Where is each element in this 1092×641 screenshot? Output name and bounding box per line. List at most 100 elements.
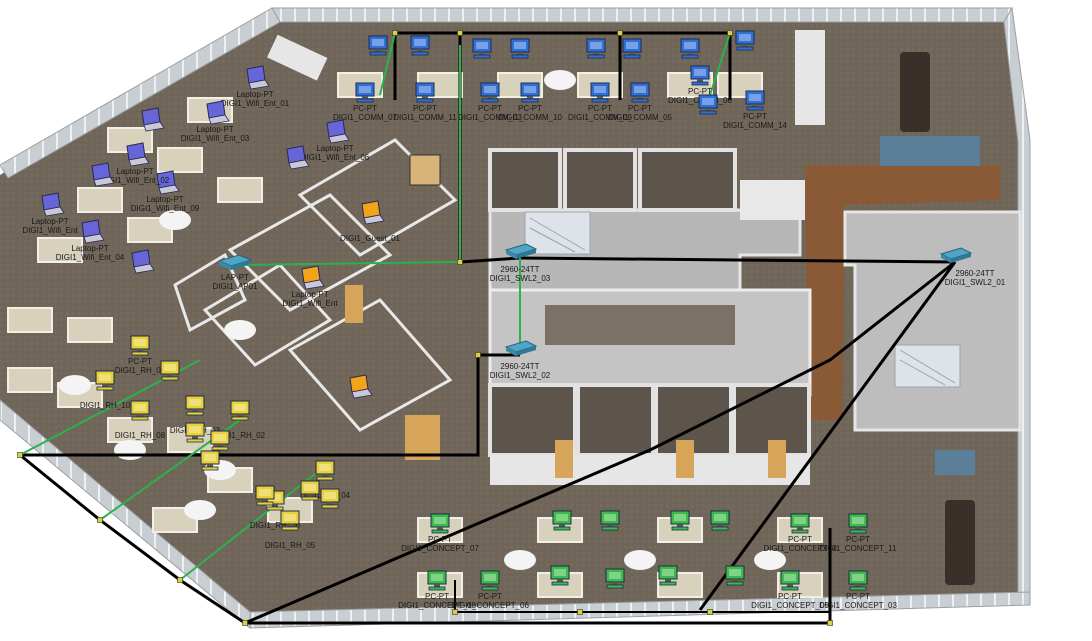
comm-1-pc-icon[interactable]	[356, 83, 374, 102]
stairwell-east	[895, 345, 960, 387]
concept-5-pc-icon[interactable]	[481, 571, 499, 590]
tv-screen	[410, 155, 440, 185]
comm-extra-pc-icon[interactable]	[623, 39, 641, 58]
cable-junction	[578, 610, 583, 615]
concept-extra-pc-icon[interactable]	[659, 566, 677, 585]
round-table	[544, 70, 576, 90]
concept-extra-pc-icon[interactable]	[606, 569, 624, 588]
concept-7-label: PC-PT	[846, 592, 870, 601]
comm-extra-pc-icon[interactable]	[473, 39, 491, 58]
concept-extra-pc-icon[interactable]	[726, 566, 744, 585]
cubicle-desk	[218, 178, 262, 202]
rh-extra-pc-icon[interactable]	[186, 423, 204, 442]
concept-6-label: DIGI1_CONCEPT_05	[751, 601, 829, 610]
concept-extra-pc-icon[interactable]	[711, 511, 729, 530]
cable-junction	[618, 31, 623, 36]
comm-1-label: PC-PT	[353, 104, 377, 113]
comm-extra-pc-icon[interactable]	[699, 95, 717, 114]
cable-junction	[708, 610, 713, 615]
rh-extra-pc-icon[interactable]	[301, 481, 319, 500]
cable-junction	[453, 610, 458, 615]
concept-3-pc-icon[interactable]	[849, 514, 867, 533]
rh-extra-pc-icon[interactable]	[321, 489, 339, 508]
blue-accent-wall-north	[880, 136, 980, 166]
concept-6-pc-icon[interactable]	[781, 571, 799, 590]
comm-extra-pc-icon[interactable]	[681, 39, 699, 58]
access-point-label: LAP-PT	[221, 273, 249, 282]
rh-8-pc-icon[interactable]	[316, 461, 334, 480]
comm-4-pc-icon[interactable]	[521, 83, 539, 102]
guest-1-label: DIGI1_Guest_01	[340, 234, 401, 243]
concept-1-label: DIGI1_CONCEPT_07	[401, 544, 479, 553]
comm-3-pc-icon[interactable]	[481, 83, 499, 102]
switch-sw2-02-label: DIGI1_SWL2_02	[490, 371, 551, 380]
lower-offices	[490, 385, 810, 485]
comm-extra-pc-icon[interactable]	[411, 36, 429, 55]
rh-4-pc-icon[interactable]	[131, 401, 149, 420]
rh-3-pc-icon[interactable]	[186, 396, 204, 415]
conference-table-ne	[900, 52, 930, 132]
concept-3-label: DIGI1_CONCEPT_11	[819, 544, 897, 553]
comm-3-label: PC-PT	[478, 104, 502, 113]
concept-extra-pc-icon[interactable]	[551, 566, 569, 585]
cable-junction	[458, 31, 463, 36]
rh-extra-pc-icon[interactable]	[211, 431, 229, 450]
round-table	[114, 440, 146, 460]
round-table	[184, 500, 216, 520]
comm-extra-pc-icon[interactable]	[511, 39, 529, 58]
rh-5-pc-icon[interactable]	[231, 401, 249, 420]
round-table	[159, 210, 191, 230]
concept-2-pc-icon[interactable]	[791, 514, 809, 533]
rh-1-pc-icon[interactable]	[131, 336, 149, 355]
rh-extra-pc-icon[interactable]	[161, 361, 179, 380]
comm-7-pc-icon[interactable]	[691, 66, 709, 85]
wifi-7-label: DIGI1_Wifi_Ent	[22, 226, 78, 235]
switch-sw2-03-label: DIGI1_SWL2_03	[490, 274, 551, 283]
wifi-4-label: Laptop-PT	[146, 195, 183, 204]
wood-door-west	[405, 415, 440, 460]
concept-1-pc-icon[interactable]	[431, 514, 449, 533]
concept-extra-pc-icon[interactable]	[601, 511, 619, 530]
wifi-2-label: Laptop-PT	[196, 125, 233, 134]
glass-wall-north	[272, 8, 1012, 22]
cubicle-desk	[8, 308, 52, 332]
rh-extra-pc-icon[interactable]	[256, 486, 274, 505]
cable-junction	[458, 260, 463, 265]
comm-5-pc-icon[interactable]	[591, 83, 609, 102]
concept-5-label: DIGI1_CONCEPT_06	[451, 601, 529, 610]
wifi-6-label: Laptop-PT	[71, 244, 108, 253]
east-core-block	[845, 212, 1020, 430]
concept-4-label: PC-PT	[425, 592, 449, 601]
rh-7-pc-icon[interactable]	[281, 511, 299, 530]
concept-extra-pc-icon[interactable]	[553, 511, 571, 530]
conference-table-se	[945, 500, 975, 585]
rh-7-label: DIGI1_RH_05	[265, 541, 316, 550]
rh-2-pc-icon[interactable]	[96, 371, 114, 390]
concept-7-pc-icon[interactable]	[849, 571, 867, 590]
cubicle-desk	[68, 318, 112, 342]
comm-8-pc-icon[interactable]	[746, 91, 764, 110]
comm-4-label: PC-PT	[518, 104, 542, 113]
wifi-4-label: DIGI1_Wifi_Ent_09	[131, 204, 200, 213]
comm-5-label: PC-PT	[588, 104, 612, 113]
guest-2-label: DIGI1_Wifi_Ent	[282, 299, 338, 308]
building-floor	[0, 8, 1030, 628]
switch-sw2-03-label: 2960-24TT	[500, 265, 539, 274]
comm-extra-pc-icon[interactable]	[736, 31, 754, 50]
cable-junction	[476, 353, 481, 358]
comm-extra-pc-icon[interactable]	[587, 39, 605, 58]
stairwell-west	[525, 212, 590, 254]
wifi-1-label: DIGI1_Wifi_Ent_01	[221, 99, 290, 108]
concept-extra-pc-icon[interactable]	[671, 511, 689, 530]
comm-extra-pc-icon[interactable]	[369, 36, 387, 55]
wifi-3-label: DIGI1_Wifi_Ent_06	[301, 153, 370, 162]
concept-4-pc-icon[interactable]	[428, 571, 446, 590]
comm-2-pc-icon[interactable]	[416, 83, 434, 102]
rh-extra-pc-icon[interactable]	[201, 451, 219, 470]
access-point-label: DIGI1_AP01	[213, 282, 258, 291]
concept-2-label: PC-PT	[788, 535, 812, 544]
round-table	[59, 375, 91, 395]
cubicle-desk	[78, 188, 122, 212]
comm-6-pc-icon[interactable]	[631, 83, 649, 102]
